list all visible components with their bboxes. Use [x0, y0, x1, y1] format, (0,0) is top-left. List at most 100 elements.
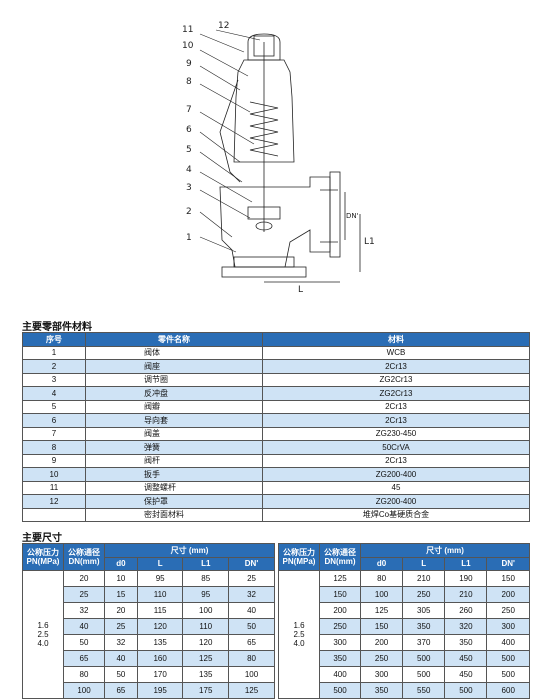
parts-name-cell: 阀体: [85, 345, 263, 360]
callout-5: 5: [186, 145, 192, 155]
parts-name-cell: 调整螺杆: [85, 480, 263, 495]
parts-index-cell: 7: [22, 426, 86, 441]
parts-name-cell: 扳手: [85, 467, 263, 482]
parts-index-cell: 1: [22, 345, 86, 360]
callout-4: 4: [186, 165, 192, 175]
l1-cell: 450: [444, 666, 488, 683]
sub-l1-left: L1: [182, 556, 230, 571]
sub-dn-right: DN': [486, 556, 530, 571]
parts-material-cell: 2Cr13: [262, 399, 530, 414]
callout-7: 7: [186, 105, 192, 115]
l-cell: 350: [402, 618, 446, 635]
d0-cell: 80: [359, 570, 404, 587]
dn-cell: 50: [63, 634, 105, 651]
d0-cell: 32: [104, 634, 138, 651]
d0-cell: 25: [104, 618, 138, 635]
sub-l1-right: L1: [444, 556, 488, 571]
dn-header-text: 公称通径 DN(mm): [68, 548, 100, 566]
d0-cell: 100: [359, 586, 404, 603]
l-cell: 120: [136, 618, 184, 635]
dn-prime-cell: 50: [228, 618, 275, 635]
d0-cell: 125: [359, 602, 404, 619]
l1-cell: 500: [444, 682, 488, 699]
parts-material-cell: 50CrVA: [262, 440, 530, 455]
dn-prime-cell: 25: [228, 570, 275, 587]
parts-material-cell: ZG200-400: [262, 494, 530, 509]
callout-8: 8: [186, 77, 192, 87]
callout-9: 9: [186, 59, 192, 69]
valve-drawing: 12 11 10 9 8 7 6 5 4 3 2 1 L L1 DN': [160, 12, 390, 297]
parts-material-cell: WCB: [262, 345, 530, 360]
d0-cell: 50: [104, 666, 138, 683]
col-part-name-header: 零件名称: [85, 332, 263, 347]
l1-cell: 100: [182, 602, 230, 619]
dn-cell: 500: [319, 682, 361, 699]
dims-section-title: 主要尺寸: [22, 533, 62, 544]
parts-name-cell: 阀瓣: [85, 399, 263, 414]
d0-cell: 20: [104, 602, 138, 619]
pn-values-cell: 1.6 2.5 4.0: [22, 570, 64, 699]
parts-index-cell: 8: [22, 440, 86, 455]
l-cell: 160: [136, 650, 184, 667]
l1-cell: 85: [182, 570, 230, 587]
parts-name-cell: 阀座: [85, 359, 263, 374]
col-material-header: 材料: [262, 332, 530, 347]
d0-cell: 300: [359, 666, 404, 683]
parts-index-cell: 3: [22, 372, 86, 387]
dn-prime-cell: 250: [486, 602, 530, 619]
callout-6: 6: [186, 125, 192, 135]
l-cell: 95: [136, 570, 184, 587]
parts-index-cell: 11: [22, 480, 86, 495]
parts-name-cell: 保护罩: [85, 494, 263, 509]
sub-d0-left: d0: [104, 556, 138, 571]
dn-prime-cell: 400: [486, 634, 530, 651]
callout-2: 2: [186, 207, 192, 217]
parts-material-cell: 堆焊Co基硬质合金: [262, 507, 530, 522]
col-index-header: 序号: [22, 332, 86, 347]
dn-prime-cell: 100: [228, 666, 275, 683]
parts-name-cell: 阀盖: [85, 426, 263, 441]
pn-values-cell: 1.6 2.5 4.0: [278, 570, 320, 699]
dn-cell: 32: [63, 602, 105, 619]
d0-cell: 250: [359, 650, 404, 667]
callout-10: 10: [182, 41, 194, 51]
parts-material-cell: 2Cr13: [262, 413, 530, 428]
d0-cell: 150: [359, 618, 404, 635]
dim-l1-label: L1: [364, 237, 375, 247]
dn-cell: 200: [319, 602, 361, 619]
dn-prime-cell: 600: [486, 682, 530, 699]
dn-prime-cell: 32: [228, 586, 275, 603]
l-cell: 115: [136, 602, 184, 619]
sub-l-left: L: [136, 556, 184, 571]
l1-cell: 135: [182, 666, 230, 683]
parts-index-cell: 6: [22, 413, 86, 428]
l-cell: 500: [402, 650, 446, 667]
dim-dn-label: DN': [346, 212, 359, 220]
d0-cell: 10: [104, 570, 138, 587]
dn-prime-cell: 500: [486, 650, 530, 667]
dn-prime-cell: 200: [486, 586, 530, 603]
l1-cell: 320: [444, 618, 488, 635]
dn-cell: 300: [319, 634, 361, 651]
l-cell: 195: [136, 682, 184, 699]
l-cell: 250: [402, 586, 446, 603]
d0-cell: 15: [104, 586, 138, 603]
dn-cell: 80: [63, 666, 105, 683]
parts-index-cell: 5: [22, 399, 86, 414]
dn-prime-cell: 125: [228, 682, 275, 699]
dn-header-left: 公称通径 DN(mm): [63, 543, 105, 571]
parts-index-cell: 12: [22, 494, 86, 509]
parts-name-cell: 反冲盘: [85, 386, 263, 401]
dims-table-right: 公称压力 PN(MPa) 公称通径 DN(mm) 尺寸 (mm) d0 L L1…: [278, 543, 530, 699]
